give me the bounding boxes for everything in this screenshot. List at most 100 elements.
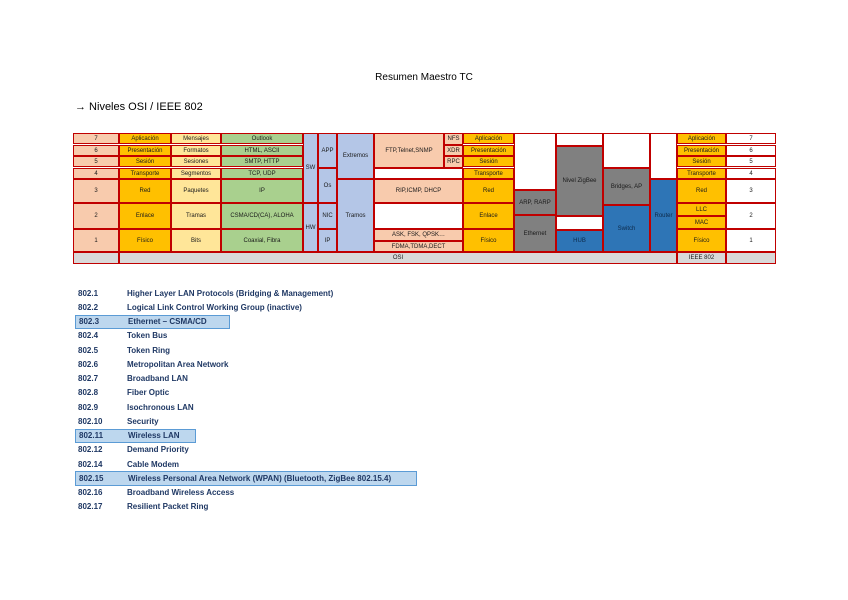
ieee-layer-llc: LLC (677, 203, 726, 216)
layer-name-fisico: Físico (119, 229, 171, 252)
ieee-802-description: Wireless Personal Area Network (WPAN) (B… (128, 473, 392, 483)
ieee-802-description: Fiber Optic (127, 388, 170, 398)
ieee-footer: IEEE 802 (677, 252, 726, 264)
footer-right (726, 252, 776, 264)
layer-number-6: 6 (73, 145, 119, 156)
ieee-802-description: Wireless LAN (128, 431, 180, 441)
section-heading: → Niveles OSI / IEEE 802 (75, 101, 203, 113)
tramos-label: Tramos (337, 179, 374, 252)
ieee-802-description: Security (127, 416, 159, 426)
ieee-layer-aplicacion: Aplicación (677, 133, 726, 144)
ieee-802-code: 802.5 (78, 345, 99, 355)
right-layer-number-5: 5 (726, 156, 776, 167)
ieee-802-code: 802.14 (78, 459, 103, 469)
ip-label: IP (318, 229, 337, 252)
layer-name-presentacion: Presentación (119, 145, 171, 156)
right-layer-number-1: 1 (726, 229, 776, 252)
ieee-802-description: Ethernet – CSMA/CD (128, 317, 207, 327)
tcpip-layer-presentacion: Presentación (463, 145, 514, 156)
ieee-802-code: 802.7 (78, 374, 99, 384)
layer-name-enlace: Enlace (119, 203, 171, 229)
ieee-802-description: Cable Modem (127, 459, 180, 469)
tcpip-layer-enlace: Enlace (463, 203, 514, 229)
protocols-modulation: ASK, FSK, QPSK… (374, 229, 463, 241)
ieee-802-code: 802.3 (79, 317, 100, 327)
ieee-layer-red: Red (677, 179, 726, 203)
device-zigbee: Nivel ZigBee (556, 146, 603, 216)
sw-label: SW (303, 133, 318, 203)
layer-number-7: 7 (73, 133, 119, 144)
protocols-app: FTP,Telnet,SNMP (374, 133, 444, 168)
ieee-layer-sesion: Sesión (677, 156, 726, 167)
router-empty-top (650, 133, 677, 179)
right-layer-number-3: 3 (726, 179, 776, 203)
ieee-802-description: Logical Link Control Working Group (inac… (127, 302, 302, 312)
example-red: IP (221, 179, 303, 203)
ieee-802-row: 802.11 Wireless LAN (75, 428, 196, 443)
device-bridges: Bridges, AP (603, 168, 650, 205)
ieee-802-code: 802.4 (78, 331, 99, 341)
ieee-layer-mac: MAC (677, 216, 726, 229)
protocol-rpc: RPC (444, 156, 463, 168)
pdu-fisico: Bits (171, 229, 221, 252)
right-layer-number-7: 7 (726, 133, 776, 144)
protocols-enlace-empty (374, 203, 463, 229)
footer-left (73, 252, 119, 264)
ieee-802-description: Metropolitan Area Network (127, 359, 229, 369)
osi-footer: OSI (119, 252, 677, 264)
protocols-access: FDMA,TDMA,DECT (374, 241, 463, 252)
protocols-transport-empty (374, 168, 463, 179)
ieee-802-row: 802.8 Fiber Optic (75, 386, 417, 400)
device-hub: HUB (556, 230, 603, 252)
pdu-sesion: Sesiones (171, 156, 221, 167)
tcpip-layer-transporte: Transporte (463, 168, 514, 179)
ieee-802-row: 802.14 Cable Modem (75, 457, 417, 471)
ieee-layer-fisico: Físico (677, 229, 726, 252)
tcpip-layer-aplicacion: Aplicación (463, 133, 514, 144)
pdu-enlace: Tramas (171, 203, 221, 229)
layer-number-4: 4 (73, 168, 119, 179)
ieee-802-description: Higher Layer LAN Protocols (Bridging & M… (127, 288, 334, 298)
tcpip-layer-sesion: Sesión (463, 156, 514, 167)
example-enlace: CSMA/CD(CA), ALOHA (221, 203, 303, 229)
layer-name-aplicacion: Aplicación (119, 133, 171, 144)
protocols-red: RIP,ICMP, DHCP (374, 179, 463, 203)
tcpip-layer-red: Red (463, 179, 514, 203)
pdu-presentacion: Formatos (171, 145, 221, 156)
bridges-empty-top (603, 133, 650, 168)
layer-name-transporte: Transporte (119, 168, 171, 179)
ieee-802-description: Isochronous LAN (127, 402, 194, 412)
device-router: Router (650, 179, 677, 252)
ieee-802-code: 802.11 (79, 431, 104, 441)
right-layer-number-4: 4 (726, 168, 776, 179)
ieee-802-code: 802.8 (78, 388, 99, 398)
hw-label: HW (303, 203, 318, 252)
ieee-802-row: 802.3 Ethernet – CSMA/CD (75, 314, 230, 329)
ieee-802-description: Broadband Wireless Access (127, 488, 235, 498)
right-layer-number-2: 2 (726, 203, 776, 229)
ieee-802-code: 802.16 (78, 488, 103, 498)
example-aplicacion: Outlook (221, 133, 303, 144)
document-title: Resumen Maestro TC (375, 72, 473, 83)
device-empty-top (514, 133, 556, 190)
ieee-802-description: Token Bus (127, 331, 168, 341)
device-ethernet: Ethernet (514, 215, 556, 252)
layer-name-sesion: Sesión (119, 156, 171, 167)
ieee-802-description: Resilient Packet Ring (127, 502, 209, 512)
ieee-802-code: 802.9 (78, 402, 99, 412)
ieee-802-description: Token Ring (127, 345, 170, 355)
pdu-transporte: Segmentos (171, 168, 221, 179)
ieee-802-row: 802.9 Isochronous LAN (75, 400, 417, 414)
layer-name-red: Red (119, 179, 171, 203)
protocol-nfs: NFS (444, 133, 463, 145)
zigbee-empty-bottom (556, 216, 603, 230)
protocol-xdr: XDR (444, 145, 463, 156)
